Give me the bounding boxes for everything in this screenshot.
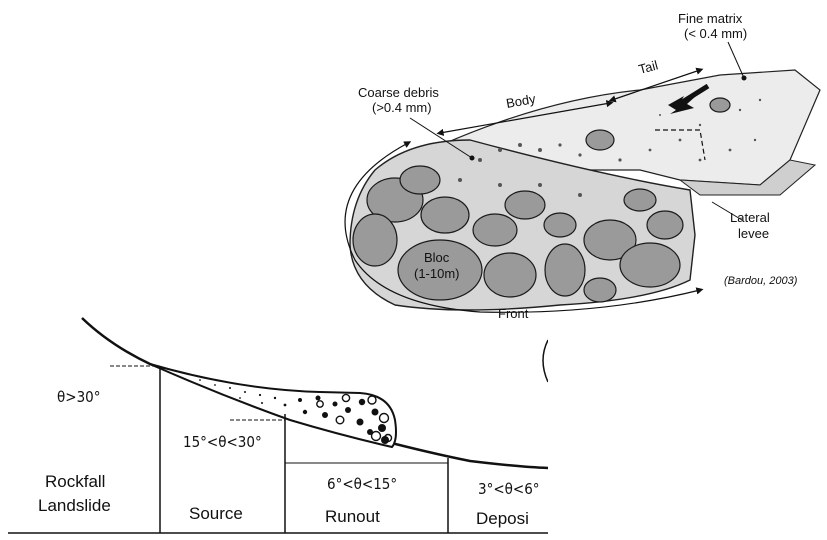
- zone-2-name: Source: [189, 504, 243, 523]
- zone-3-angle: 6°<θ<15°: [327, 475, 397, 493]
- zone-1-name-line1: Rockfall: [45, 472, 105, 491]
- label-bloc-1: Bloc: [424, 250, 450, 265]
- label-tail: Tail: [637, 57, 660, 77]
- label-lateral-2: levee: [738, 226, 769, 241]
- zone-2-angle: 15°<θ<30°: [183, 433, 262, 451]
- label-fine-matrix-1: Fine matrix: [678, 11, 743, 26]
- label-bloc-2: (1-10m): [414, 266, 460, 281]
- fine-matrix-leader: [728, 42, 744, 78]
- label-fine-matrix-2: (< 0.4 mm): [684, 26, 747, 41]
- debris-flow-sketch: Fine matrix (< 0.4 mm) Tail Coarse debri…: [345, 11, 820, 321]
- label-coarse-debris-2: (>0.4 mm): [372, 100, 432, 115]
- label-lateral-1: Lateral: [730, 210, 770, 225]
- zone-4-name: Deposi: [476, 509, 529, 528]
- zone-1-name-line2: Landslide: [38, 496, 111, 515]
- zone-1-angle: θ>30°: [57, 388, 100, 406]
- zone-3-name: Runout: [325, 507, 380, 526]
- citation: (Bardou, 2003): [724, 275, 798, 287]
- label-coarse-debris-1: Coarse debris: [358, 85, 439, 100]
- zone-4-angle: 3°<θ<6°: [478, 480, 540, 498]
- label-body: Body: [505, 91, 537, 111]
